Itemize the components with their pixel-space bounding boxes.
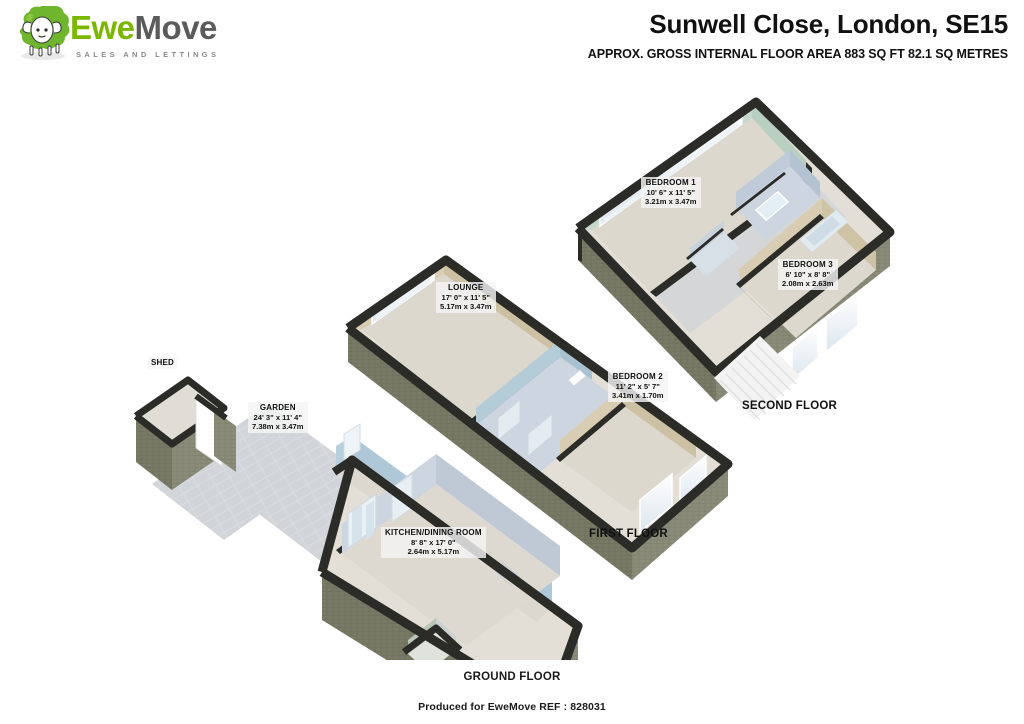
- produced-for-line: Produced for EweMove REF : 828031: [418, 701, 606, 713]
- floor-caption-first: FIRST FLOOR: [589, 528, 668, 540]
- floorplan-illustration: [133, 97, 895, 660]
- first-floor-model: [345, 255, 733, 580]
- page-subtitle: APPROX. GROSS INTERNAL FLOOR AREA 883 SQ…: [587, 47, 1008, 61]
- brand-wordmark: EweMove: [70, 10, 217, 46]
- floor-caption-ground: GROUND FLOOR: [463, 671, 561, 683]
- brand-logo: EweMove SALES AND LETTINGS: [8, 4, 217, 66]
- second-floor-model: [574, 97, 895, 421]
- floorplan-stage: BEDROOM 1 10' 6" x 11' 5" 3.21m x 3.47m …: [0, 80, 1024, 660]
- floor-caption-second: SECOND FLOOR: [742, 400, 838, 412]
- page-footer: GROUND FLOOR Produced for EweMove REF : …: [0, 660, 1024, 724]
- sheep-logo-icon: [19, 6, 70, 60]
- page-header: EweMove SALES AND LETTINGS Sunwell Close…: [0, 0, 1024, 80]
- brand-word-move: Move: [134, 9, 218, 46]
- second-floor-stairs: [714, 336, 800, 421]
- page-title: Sunwell Close, London, SE15: [649, 9, 1008, 39]
- brand-word-ewe: Ewe: [70, 9, 135, 46]
- ground-floor-model: [317, 423, 583, 660]
- title-block: Sunwell Close, London, SE15 APPROX. GROS…: [388, 8, 1008, 61]
- brand-tagline: SALES AND LETTINGS: [76, 50, 220, 59]
